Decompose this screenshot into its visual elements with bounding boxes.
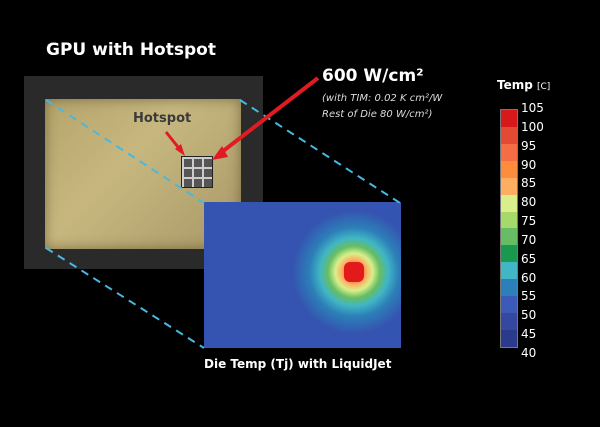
- colorbar-swatch: [501, 279, 517, 297]
- colorbar-swatch: [501, 126, 517, 144]
- colorbar-tick-label: 45: [521, 327, 537, 342]
- hotspot-label: Hotspot: [133, 111, 192, 126]
- colorbar-tick-label: 85: [521, 176, 537, 191]
- colorbar-swatch: [501, 211, 517, 229]
- callout-arrow-line: [216, 76, 320, 157]
- colorbar-tick-label: 80: [521, 195, 537, 210]
- heat-blob: [204, 202, 401, 348]
- callout-note-line1: (with TIM: 0.02 K cm²/W: [322, 93, 443, 104]
- legend-title: Temp [C]: [497, 78, 550, 92]
- colorbar-tick-label: 95: [521, 138, 537, 153]
- colorbar-tick-label: 90: [521, 157, 537, 172]
- colorbar-swatch: [501, 160, 517, 178]
- callout-arrow-head: [212, 146, 228, 160]
- colorbar-swatch: [501, 110, 517, 127]
- colorbar-swatch: [501, 143, 517, 161]
- colorbar-tick-label: 55: [521, 289, 537, 304]
- colorbar-swatch: [501, 329, 517, 347]
- colorbar-tick-label: 75: [521, 214, 537, 229]
- zoom-dash-top-left: [45, 99, 205, 204]
- legend-unit: [C]: [537, 82, 551, 92]
- callout-note-line2: Rest of Die 80 W/cm²): [322, 109, 433, 120]
- hotspot-arrow-head: [175, 144, 185, 156]
- colorbar-swatch: [501, 296, 517, 314]
- colorbar-tick-label: 100: [521, 119, 544, 134]
- colorbar-tick-label: 70: [521, 232, 537, 247]
- colorbar-swatch: [501, 262, 517, 280]
- colorbar-swatch: [501, 228, 517, 246]
- colorbar-tick-label: 40: [521, 346, 537, 360]
- die-temperature-heatmap: [204, 202, 401, 348]
- colorbar-swatch: [501, 194, 517, 212]
- colorbar-tick-label: 65: [521, 251, 537, 266]
- callout-note: (with TIM: 0.02 K cm²/W Rest of Die 80 W…: [322, 91, 442, 123]
- colorbar-swatch: [501, 313, 517, 330]
- hotspot-region: [181, 156, 213, 188]
- figure-title: GPU with Hotspot: [46, 40, 216, 60]
- colorbar-swatch: [501, 177, 517, 195]
- temperature-colorbar: [500, 109, 518, 348]
- legend-title-text: Temp: [497, 78, 533, 92]
- colorbar-swatch: [501, 245, 517, 263]
- heatmap-caption: Die Temp (Tj) with LiquidJet: [204, 357, 392, 371]
- colorbar-tick-label: 105: [521, 101, 544, 115]
- colorbar-tick-label: 50: [521, 308, 537, 323]
- zoom-dash-bottom-left: [45, 247, 205, 349]
- hotspot-power-density: 600 W/cm²: [322, 66, 424, 86]
- colorbar-tick-label: 60: [521, 270, 537, 285]
